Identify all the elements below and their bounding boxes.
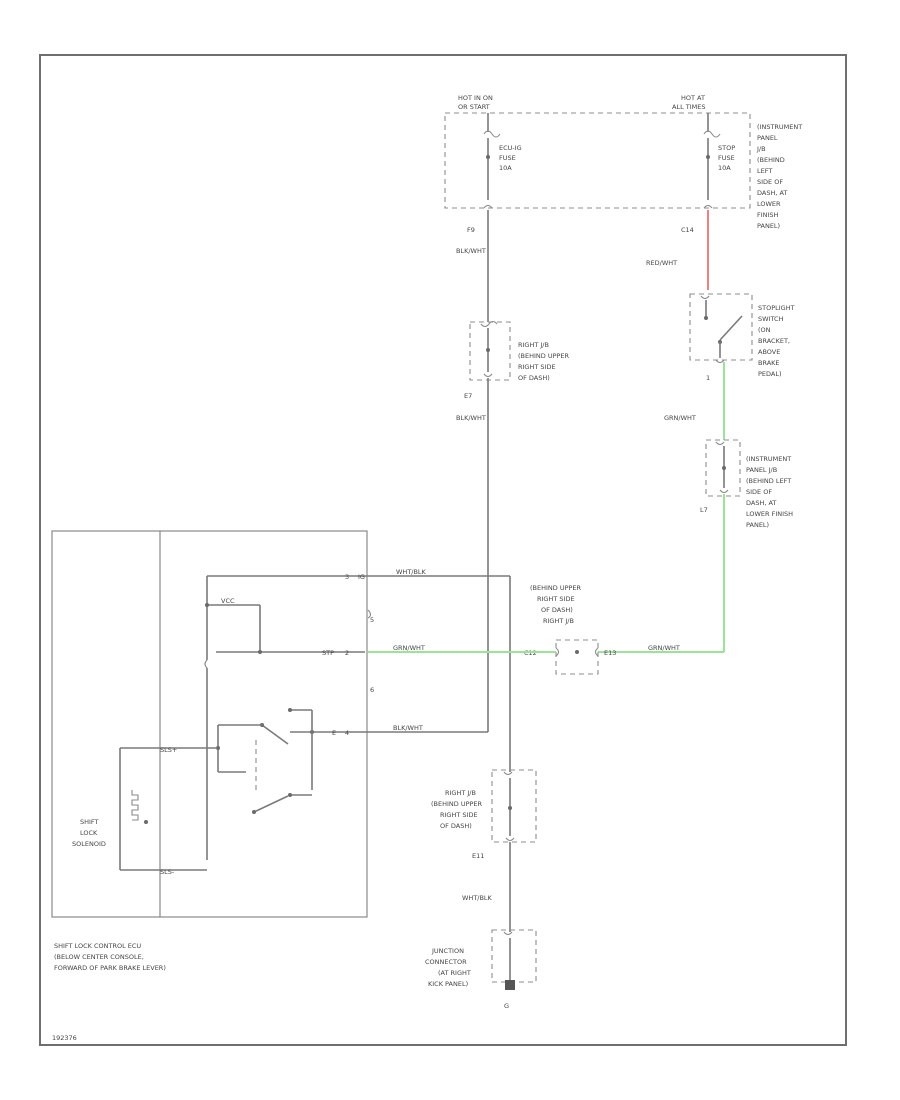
wire-label-grn-wht-jb: GRN/WHT xyxy=(648,644,680,652)
ecu-pin-ig-label: IG xyxy=(358,573,365,581)
instrument-panel-jb-label-5: DASH, AT xyxy=(746,499,776,507)
stop-fuse-label-2: FUSE xyxy=(718,154,735,162)
right-jb-upper-label-2: (BEHIND UPPER xyxy=(518,352,570,360)
ecu-pin-e-label: E xyxy=(332,729,336,737)
ecu-pin-3: 3 xyxy=(345,573,349,581)
hot-all-times-label-1: HOT AT xyxy=(681,94,705,102)
stop-fuse-label-1: STOP xyxy=(718,144,735,152)
svg-text:PANEL: PANEL xyxy=(757,134,778,142)
wire-label-grn-wht-1: GRN/WHT xyxy=(664,414,696,422)
instrument-panel-jb-label-7: PANEL) xyxy=(746,521,769,529)
ecu-vcc-label: VCC xyxy=(221,597,235,605)
ecu-caption-3: FORWARD OF PARK BRAKE LEVER) xyxy=(54,964,166,972)
svg-text:SIDE OF: SIDE OF xyxy=(757,178,783,186)
connector-c14: C14 xyxy=(681,226,694,234)
wire-label-blk-wht-2: BLK/WHT xyxy=(456,414,486,422)
ecu-pin-6: 6 xyxy=(370,686,374,694)
right-jb-upper-label-3: RIGHT SIDE xyxy=(518,363,556,371)
ecu-caption-1: SHIFT LOCK CONTROL ECU xyxy=(54,942,141,950)
stop-fuse-label-3: 10A xyxy=(718,164,731,172)
connector-e11: E11 xyxy=(472,852,484,860)
ecu-pin-5: 5 xyxy=(370,616,374,624)
junction-connector-label-1: JUNCTION xyxy=(431,947,464,955)
instrument-panel-jb-label-4: SIDE OF xyxy=(746,488,772,496)
wire-label-blk-wht-1: BLK/WHT xyxy=(456,247,486,255)
shift-lock-solenoid-label-3: SOLENOID xyxy=(72,840,106,848)
right-jb-mid-label-2: RIGHT SIDE xyxy=(537,595,575,603)
shift-lock-control-ecu: 3 IG WHT/BLK VCC 5 2 STP GRN/WHT 6 4 E B… xyxy=(51,530,556,972)
junction-connector-label-3: (AT RIGHT xyxy=(438,969,471,977)
right-jb-lower-label-1: RIGHT J/B xyxy=(445,789,476,797)
connector-f9: F9 xyxy=(467,226,475,234)
right-jb-mid: (BEHIND UPPER RIGHT SIDE OF DASH) RIGHT … xyxy=(524,584,616,675)
hot-run-start-label-1: HOT IN ON xyxy=(458,94,493,102)
junction-connector-label-4: KICK PANEL) xyxy=(428,980,468,988)
stoplight-switch-label-3: (ON xyxy=(758,326,771,334)
stop-feed-circuit: C14 RED/WHT STOPLIGHT SWITCH (ON BRACKET… xyxy=(598,204,795,653)
right-jb-upper-label-4: OF DASH) xyxy=(518,374,550,382)
svg-text:(BEHIND: (BEHIND xyxy=(757,156,785,164)
diagram-frame xyxy=(39,54,847,1046)
wire-label-wht-blk-ground: WHT/BLK xyxy=(462,894,493,902)
instrument-panel-jb-label-3: (BEHIND LEFT xyxy=(746,477,791,485)
instrument-panel-jb-label-2: PANEL J/B xyxy=(746,466,777,474)
ecu-pin-stp-label: STP xyxy=(322,649,334,657)
stoplight-switch-label-5: ABOVE xyxy=(758,348,780,356)
shift-lock-solenoid-label-1: SHIFT xyxy=(80,818,99,826)
svg-text:LEFT: LEFT xyxy=(757,167,772,175)
connector-1: 1 xyxy=(706,374,710,382)
right-jb-lower-label-4: OF DASH) xyxy=(440,822,472,830)
stoplight-switch-label-2: SWITCH xyxy=(758,315,784,323)
svg-text:(INSTRUMENT: (INSTRUMENT xyxy=(757,123,802,131)
instrument-panel-jb-label-6: LOWER FINISH xyxy=(746,510,793,518)
shift-lock-solenoid-label-2: LOCK xyxy=(80,829,98,837)
ecu-sls-plus-label: SLS+ xyxy=(160,746,177,754)
hot-run-start-label-2: OR START xyxy=(458,103,490,111)
stoplight-switch-label-4: BRACKET, xyxy=(758,337,790,345)
right-jb-mid-label-4: RIGHT J/B xyxy=(543,617,574,625)
junction-connector-label-2: CONNECTOR xyxy=(425,958,467,966)
fuse-junction-block: HOT IN ON OR START HOT AT ALL TIMES ECU-… xyxy=(444,94,802,230)
ecu-ig-fuse-label-1: ECU-IG xyxy=(499,144,522,152)
instrument-panel-jb-label-1: (INSTRUMENT xyxy=(746,455,791,463)
ground-circuit: RIGHT J/B (BEHIND UPPER RIGHT SIDE OF DA… xyxy=(425,769,537,1010)
connector-l7: L7 xyxy=(700,506,708,514)
figure-id: 192376 xyxy=(52,1034,77,1042)
ecu-ig-fuse-label-2: FUSE xyxy=(499,154,516,162)
hot-all-times-label-2: ALL TIMES xyxy=(672,103,705,111)
ecu-pin-4: 4 xyxy=(345,729,349,737)
svg-text:FINISH: FINISH xyxy=(757,211,779,219)
ecu-pin-2: 2 xyxy=(345,649,349,657)
right-jb-upper-label-1: RIGHT J/B xyxy=(518,341,549,349)
ecu-caption-2: (BELOW CENTER CONSOLE, xyxy=(54,953,144,961)
stoplight-switch-label-1: STOPLIGHT xyxy=(758,304,795,312)
svg-text:J/B: J/B xyxy=(756,145,766,153)
wire-label-grn-wht-ecu: GRN/WHT xyxy=(393,644,425,652)
right-jb-lower-label-3: RIGHT SIDE xyxy=(440,811,478,819)
wire-label-wht-blk-ecu: WHT/BLK xyxy=(396,568,427,576)
right-jb-lower-label-2: (BEHIND UPPER xyxy=(431,800,483,808)
ecu-sls-minus-label: SLS- xyxy=(160,868,175,876)
connector-e7: E7 xyxy=(464,392,472,400)
wire-label-blk-wht-ecu: BLK/WHT xyxy=(393,724,423,732)
stoplight-switch-label-7: PEDAL) xyxy=(758,370,782,378)
ig-feed-circuit: F9 BLK/WHT RIGHT J/B (BEHIND UPPER RIGHT… xyxy=(456,204,570,732)
connector-e13: E13 xyxy=(604,649,616,657)
panel-jb-note: (INSTRUMENT PANEL J/B (BEHIND LEFT SIDE … xyxy=(756,123,802,230)
stoplight-switch-label-6: BRAKE xyxy=(758,359,780,367)
ecu-ig-fuse-label-3: 10A xyxy=(499,164,512,172)
right-jb-mid-label-3: OF DASH) xyxy=(541,606,573,614)
svg-text:DASH, AT: DASH, AT xyxy=(757,189,787,197)
svg-text:LOWER: LOWER xyxy=(757,200,781,208)
right-jb-mid-label-1: (BEHIND UPPER xyxy=(530,584,582,592)
ground-label-g: G xyxy=(504,1002,509,1010)
wire-label-red-wht: RED/WHT xyxy=(646,259,677,267)
svg-text:PANEL): PANEL) xyxy=(757,222,780,230)
